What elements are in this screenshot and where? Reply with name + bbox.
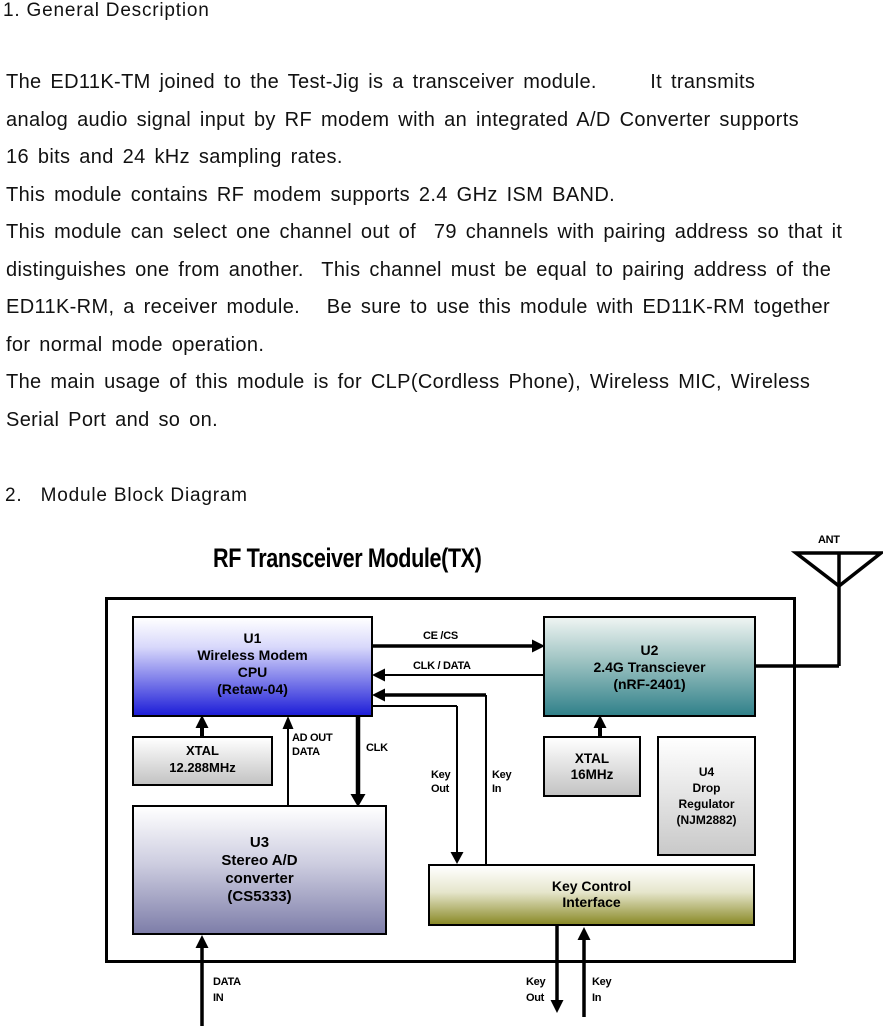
module-boundary-box <box>105 597 796 963</box>
intro-paragraph: The ED11K-TM joined to the Test-Jig is a… <box>6 71 843 431</box>
section-1-heading: 1. General Description <box>3 0 210 21</box>
signal-label-data-in: DATA IN <box>213 976 241 1004</box>
signal-label-key-in-upper: Key In <box>492 769 512 795</box>
section-2-heading: 2. Module Block Diagram <box>5 485 248 506</box>
antenna-label: ANT <box>818 534 840 546</box>
signal-label-key-out-upper: Key Out <box>431 769 451 795</box>
block-xtal-16mhz: XTAL 16MHz <box>543 736 641 797</box>
block-u4-drop-regulator: U4 Drop Regulator (NJM2882) <box>657 736 756 856</box>
signal-label-clk-data: CLK / DATA <box>413 660 471 672</box>
signal-label-key-out-lower: Key Out <box>526 976 546 1004</box>
antenna-triangle <box>790 551 883 589</box>
signal-label-ad-out-data: AD OUT DATA <box>292 732 333 758</box>
block-u3-stereo-ad-converter: U3 Stereo A/D converter (CS5333) <box>132 805 387 935</box>
arrowhead-key-out-bottom <box>550 1000 564 1013</box>
signal-label-ce-cs: CE /CS <box>423 630 458 642</box>
diagram-title: RF Transceiver Module(TX) <box>213 543 482 573</box>
block-xtal-12288mhz: XTAL 12.288MHz <box>132 736 273 786</box>
signal-label-key-in-lower: Key In <box>592 976 612 1004</box>
block-key-control-interface: Key Control Interface <box>428 864 755 926</box>
block-u1-wireless-modem-cpu: U1 Wireless Modem CPU (Retaw-04) <box>132 616 373 717</box>
signal-label-clk: CLK <box>366 742 388 754</box>
block-u2-24g-transceiver: U2 2.4G Transciever (nRF-2401) <box>543 616 756 717</box>
